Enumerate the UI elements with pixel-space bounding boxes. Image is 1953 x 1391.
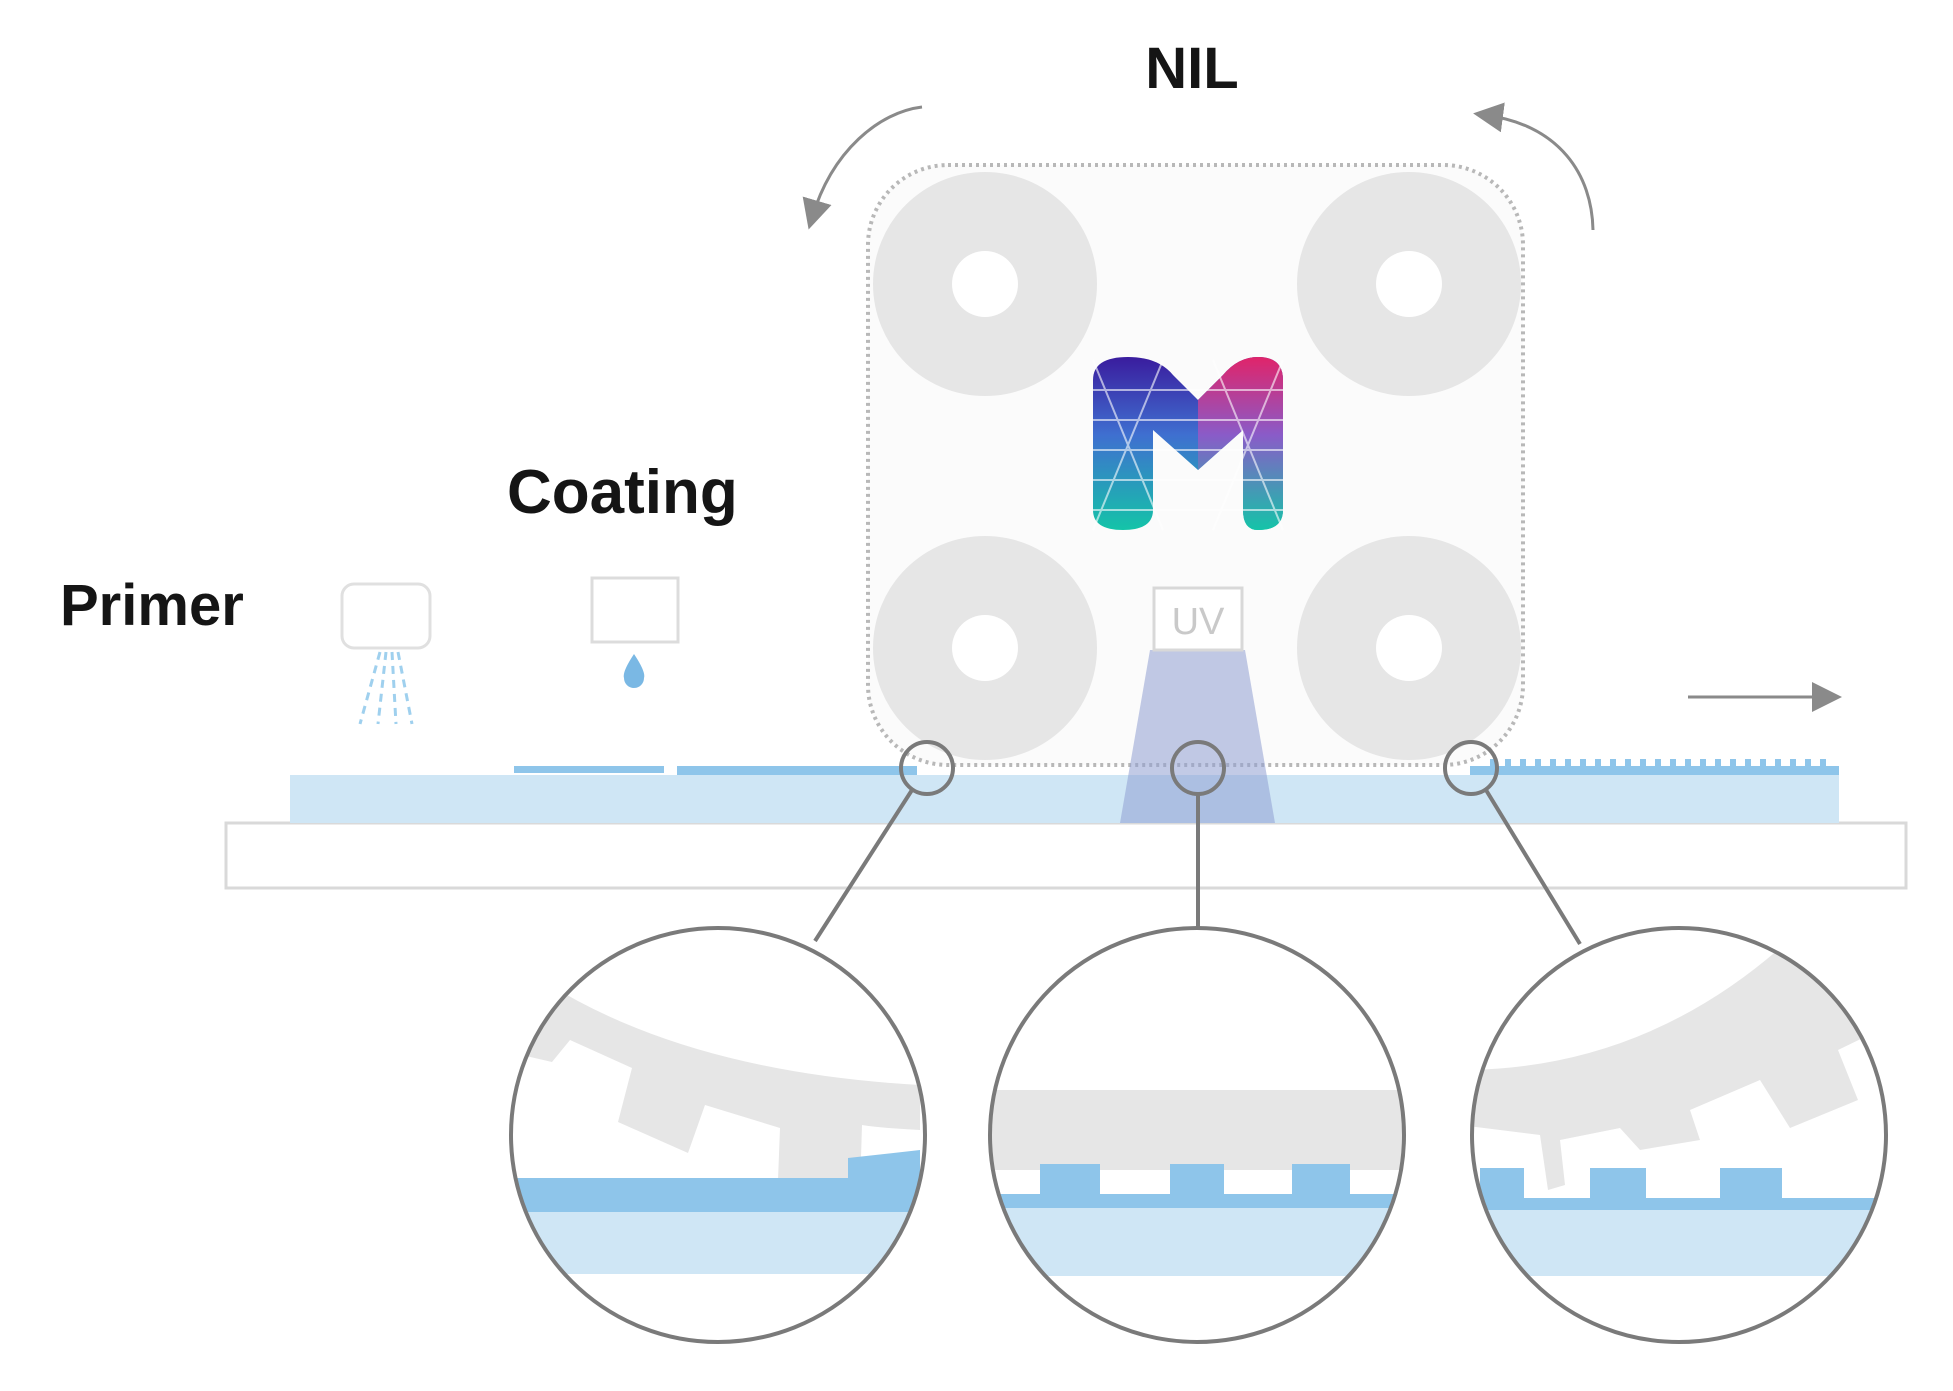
- callout-marker-1: [899, 740, 955, 796]
- zoom-uv-cure: [988, 926, 1406, 1344]
- uv-label: UV: [1172, 601, 1225, 643]
- substrate-base: [224, 821, 1908, 890]
- zoom-release: [1470, 926, 1888, 1344]
- spray-nozzle-icon: [340, 582, 432, 725]
- primer-layer: [514, 766, 664, 773]
- m-logo-icon: [1092, 357, 1284, 531]
- callout-marker-3: [1443, 740, 1499, 796]
- coating-label: Coating: [507, 458, 738, 527]
- callout-line-3: [1484, 788, 1582, 946]
- nil-label: NIL: [1145, 36, 1238, 101]
- roller-top-right: [1297, 172, 1521, 396]
- droplet-dispenser-icon: [590, 576, 680, 688]
- uv-lamp: [1152, 586, 1244, 652]
- primer-label: Primer: [60, 573, 244, 638]
- roller-top-left: [873, 172, 1097, 396]
- roller-bottom-right: [1297, 536, 1521, 760]
- imprinted-pattern: [1490, 759, 1826, 766]
- rotation-arrow-left-icon: [802, 105, 923, 230]
- callout-line-1: [813, 788, 914, 943]
- substrate-film: [290, 775, 1839, 823]
- roller-bottom-left: [873, 536, 1097, 760]
- zoom-contact: [509, 926, 927, 1344]
- coating-layer: [677, 766, 917, 775]
- imprinted-layer: [1470, 766, 1839, 775]
- nil-roller-unit: UV: [866, 163, 1525, 823]
- rotation-arrow-right-icon: [1473, 102, 1595, 231]
- uv-beam: [1120, 650, 1275, 823]
